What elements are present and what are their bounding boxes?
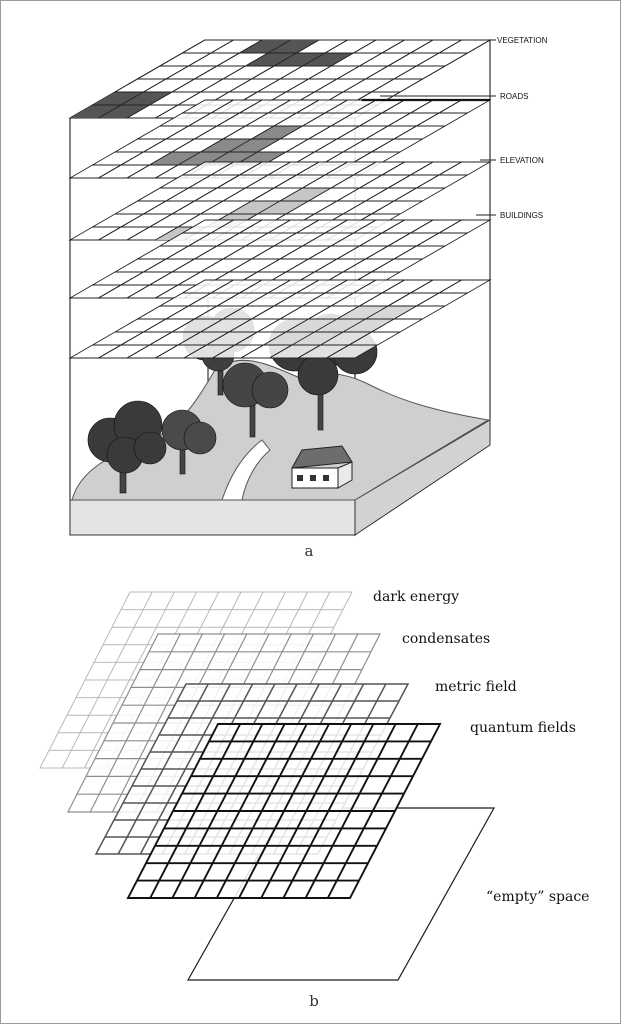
- shaded-cells: [263, 306, 417, 345]
- layer-label-buildings: BUILDINGS: [500, 211, 543, 220]
- physical-fields-diagram: dark energy condensates metric field qua…: [39, 589, 589, 1010]
- road-path: [221, 439, 271, 501]
- field-label-quantum-fields: quantum fields: [470, 720, 576, 736]
- tree-icon: [87, 400, 167, 494]
- empty-space-plane: [186, 807, 496, 981]
- tree-icon: [161, 409, 217, 475]
- label-leaders: [380, 39, 496, 216]
- field-label-dark-energy: dark energy: [373, 589, 459, 605]
- field-label-condensates: condensates: [402, 631, 490, 647]
- ground-block-front: [69, 499, 356, 536]
- tree-icon: [222, 362, 289, 438]
- layer-grids: [68, 39, 492, 359]
- ground-block-side: [354, 419, 491, 536]
- layer-label-vegetation: VEGETATION: [497, 36, 548, 45]
- grid-quantum-fields: [126, 723, 442, 899]
- panel-b-caption: b: [309, 992, 319, 1010]
- field-grids: [39, 591, 442, 899]
- panel-a-caption: a: [305, 542, 314, 560]
- field-label-empty-space: “empty” space: [486, 889, 589, 905]
- gis-layer-cube: VEGETATION ROADS ELEVATION BUILDINGS a: [68, 36, 548, 560]
- layer-label-elevation: ELEVATION: [500, 156, 544, 165]
- house-icon: [291, 445, 353, 489]
- grid-terrain: [68, 279, 492, 359]
- shaded-cells: [70, 40, 354, 118]
- field-label-metric-field: metric field: [435, 679, 517, 695]
- layer-label-roads: ROADS: [500, 92, 528, 101]
